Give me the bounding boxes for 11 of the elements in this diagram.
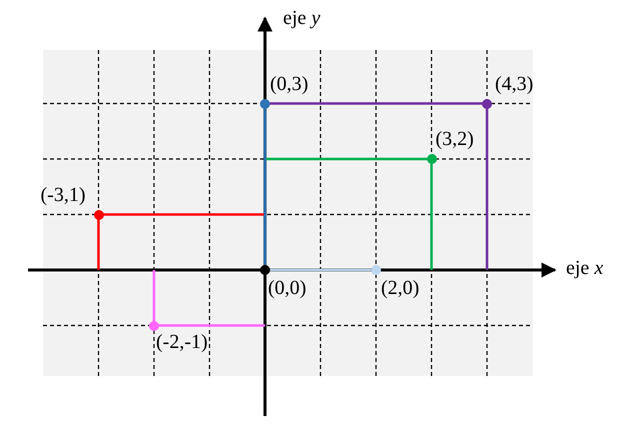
axis-label: eje y (283, 8, 320, 28)
coordinate-label: (3,2) (436, 129, 474, 149)
coordinate-label: (0,3) (270, 74, 308, 94)
axis-label: eje x (566, 258, 604, 278)
coordinate-label: (4,3) (495, 74, 534, 94)
coordinate-label: (-2,-1) (156, 332, 208, 352)
connector-line (270, 268, 371, 272)
coordinate-label: (0,0) (268, 278, 306, 298)
connector-line (264, 108, 266, 265)
coordinate-label: (-3,1) (40, 184, 86, 204)
coordinate-label: (2,0) (381, 278, 420, 298)
